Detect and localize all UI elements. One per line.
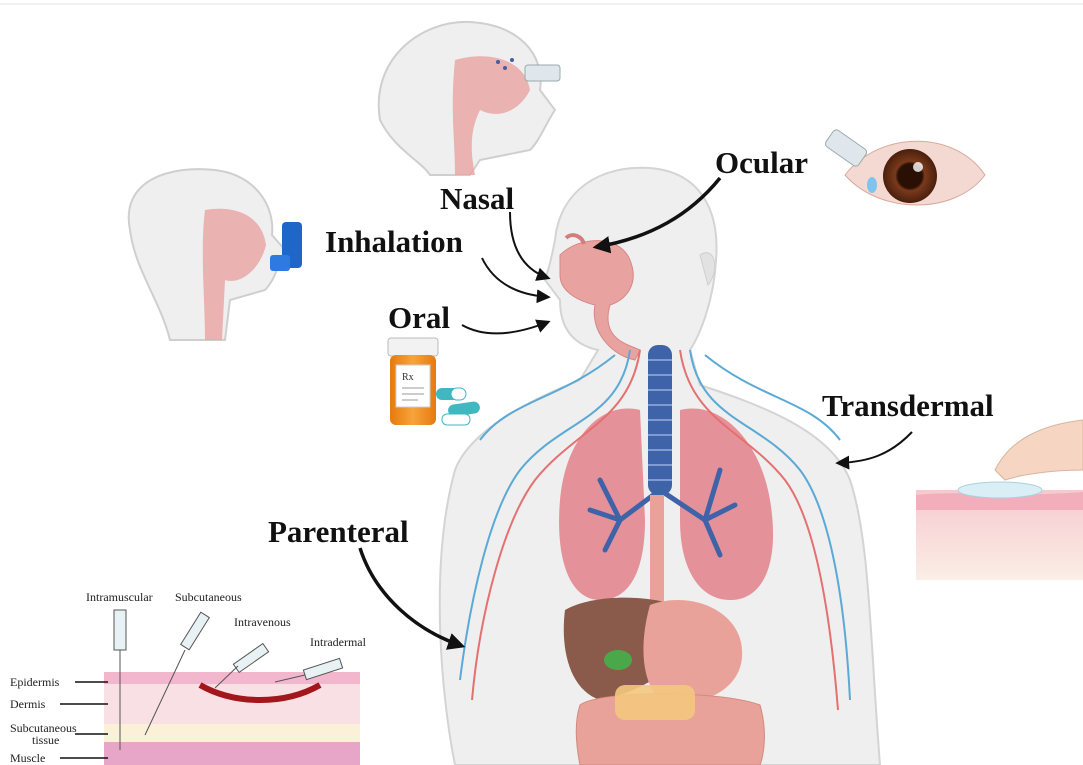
human-body <box>440 168 880 765</box>
subcutaneous-label: Subcutaneous <box>175 591 242 603</box>
capsules-icon <box>436 388 481 425</box>
nasal-label: Nasal <box>440 183 514 214</box>
transdermal-label: Transdermal <box>822 390 994 421</box>
esophagus <box>650 495 664 605</box>
subcutaneous-syringe-icon <box>181 612 210 650</box>
hand-icon <box>995 420 1083 480</box>
intramuscular-label: Intramuscular <box>86 591 153 603</box>
parenteral-label: Parenteral <box>268 516 409 547</box>
intradermal-label: Intradermal <box>310 636 366 648</box>
gallbladder <box>604 650 632 670</box>
layer-leader-lines <box>60 682 108 758</box>
nasal-spray-icon <box>525 65 560 81</box>
inhalation-arrow <box>482 258 548 297</box>
trachea <box>648 345 672 495</box>
inhalation-head-illustration <box>129 169 302 340</box>
transdermal-arrow <box>838 432 912 463</box>
dermis-layer <box>104 684 360 724</box>
ocular-label: Ocular <box>715 147 808 178</box>
pill-bottle-illustration: Rx <box>388 338 438 425</box>
subcutaneous-tissue-label-line2: tissue <box>32 734 59 746</box>
subcutaneous-layer <box>104 724 360 742</box>
rx-label: Rx <box>402 372 414 383</box>
inhalation-label: Inhalation <box>325 226 463 257</box>
intravenous-label: Intravenous <box>234 616 291 628</box>
oral-label: Oral <box>388 302 450 333</box>
nasal-arrow <box>510 212 548 278</box>
epidermis-label: Epidermis <box>10 676 59 688</box>
intramuscular-syringe-icon <box>114 610 126 650</box>
oral-arrow <box>462 322 548 333</box>
intravenous-syringe-icon <box>233 644 268 673</box>
muscle-label: Muscle <box>10 752 45 764</box>
eye-illustration <box>824 128 985 205</box>
dermis-label: Dermis <box>10 698 45 710</box>
muscle-layer <box>104 742 360 765</box>
nasal-head-illustration <box>379 22 560 175</box>
skin-cross-section <box>60 610 360 765</box>
transdermal-patch-illustration <box>916 420 1083 580</box>
